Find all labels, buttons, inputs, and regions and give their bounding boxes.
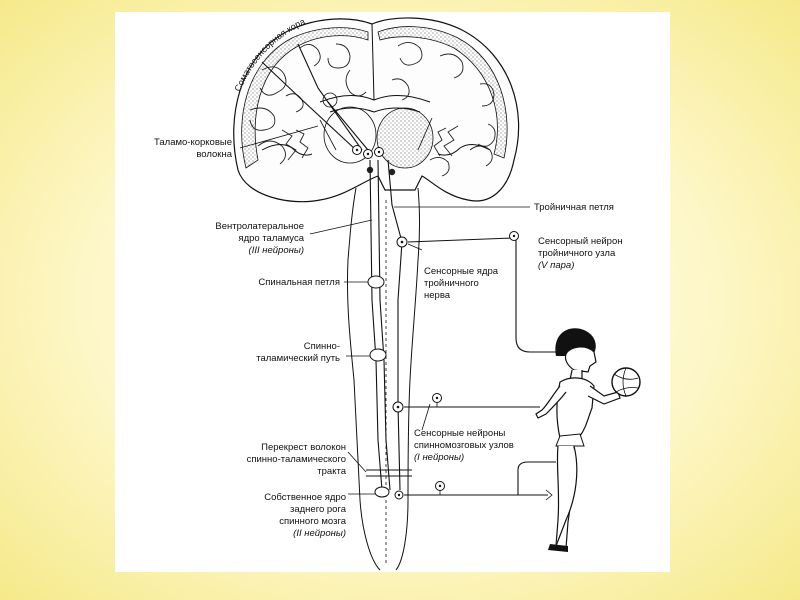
- label-trigeminal-lemniscus: Тройничная петля: [534, 202, 614, 213]
- label-trigeminal-nuclei-1: Сенсорные ядра: [424, 266, 499, 277]
- label-spinal-ganglia-3: (I нейроны): [414, 452, 464, 463]
- label-spinal-lemniscus: Спинальная петля: [258, 277, 340, 288]
- label-spinothalamic-2: таламический путь: [256, 353, 340, 364]
- brain-section: [233, 17, 520, 203]
- diagram-panel: Соматосенсорная кора Таламо-корковые вол…: [115, 12, 670, 572]
- label-spinothalamic-1: Спинно-: [304, 341, 340, 352]
- label-decussation-3: тракта: [317, 466, 346, 477]
- sensory-pathway-diagram: Соматосенсорная кора Таламо-корковые вол…: [154, 16, 641, 571]
- label-vl-nucleus-1: Вентролатеральное: [215, 221, 304, 232]
- label-decussation-2: спинно-таламического: [247, 454, 346, 465]
- label-spinal-ganglia-1: Сенсорные нейроны: [414, 428, 505, 439]
- label-dorsal-horn-3: спинного мозга: [279, 516, 346, 527]
- leader-lines: [239, 125, 530, 495]
- label-thalamocortical-1: Таламо-корковые: [154, 137, 232, 148]
- label-trigeminal-neuron-1: Сенсорный нейрон: [538, 236, 622, 247]
- label-decussation-1: Перекрест волокон: [261, 442, 346, 453]
- label-dorsal-horn-1: Собственное ядро: [264, 492, 346, 503]
- label-spinal-ganglia-2: спинномозговых узлов: [414, 440, 514, 451]
- label-vl-nucleus-3: (III нейроны): [249, 245, 304, 256]
- label-trigeminal-neuron-2: тройничного узла: [538, 248, 616, 259]
- label-trigeminal-nuclei-2: тройничного: [424, 278, 479, 289]
- label-dorsal-horn-4: (II нейроны): [293, 528, 346, 539]
- label-dorsal-horn-2: заднего рога: [290, 504, 347, 515]
- label-vl-nucleus-2: ядро таламуса: [238, 233, 304, 244]
- figure-girl: [535, 328, 641, 552]
- brainstem-spinal-cord: [346, 187, 420, 571]
- label-trigeminal-neuron-3: (V пара): [538, 260, 574, 271]
- label-thalamocortical-2: волокна: [196, 149, 232, 160]
- pathway-tracts: [261, 43, 558, 501]
- label-trigeminal-nuclei-3: нерва: [424, 290, 451, 301]
